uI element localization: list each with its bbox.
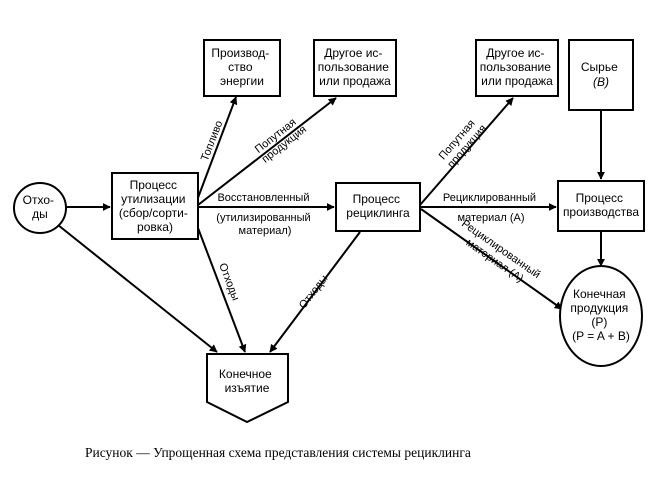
- edge-recycle-to-disposal: [269, 231, 361, 353]
- node-disposal: [206, 353, 289, 424]
- label-byproduct2: Попутная продукция: [436, 115, 489, 171]
- node-recycle: [335, 182, 421, 232]
- node-production: [557, 180, 645, 232]
- other1-text: Другое ис- пользование или продажа: [318, 46, 392, 88]
- node-util: [111, 172, 199, 240]
- node-energy: [203, 39, 281, 97]
- edge-waste-to-disposal: [57, 224, 218, 353]
- final-text: Конечная продукция (P) (P = A + B): [570, 287, 631, 343]
- label-waste-util: Отходы: [216, 261, 241, 302]
- label-recycled1: Рециклированный материал (A): [443, 192, 539, 224]
- disposal-text: Конечное изъятие: [219, 367, 275, 395]
- label-recycled2: Рециклированный материал (A): [452, 218, 545, 294]
- node-other1: [313, 39, 397, 97]
- node-final: [559, 265, 643, 367]
- figure-caption: Рисунок — Упрощенная схема представления…: [85, 445, 471, 460]
- node-raw: [568, 39, 634, 111]
- label-recovered: Восстановленный (утилизированный материа…: [216, 192, 313, 237]
- node-other2: [475, 39, 559, 97]
- recycle-text: Процесс рециклинга: [346, 192, 410, 220]
- energy-text: Производ- ство энергии: [211, 46, 272, 88]
- other2-text: Другое ис- пользование или продажа: [480, 46, 554, 88]
- edge-util-to-other1: [197, 97, 337, 206]
- edge-recycle-to-final: [420, 208, 563, 310]
- node-waste: [13, 182, 67, 234]
- util-text: Процесс утилизации (сбор/сорти- ровка): [119, 178, 191, 234]
- label-waste-recycle: Отходы: [297, 273, 331, 311]
- waste-text: Отхо- ды: [23, 193, 58, 221]
- edge-recycle-to-other2: [419, 97, 514, 206]
- edge-util-to-energy: [195, 96, 238, 204]
- production-text: Процесс производства: [563, 191, 639, 219]
- label-fuel: Топливо: [199, 119, 225, 163]
- edge-util-to-disposal: [197, 227, 247, 353]
- label-byproduct1: Попутная продукция: [252, 114, 309, 166]
- raw-text: Сырье (B): [581, 60, 621, 89]
